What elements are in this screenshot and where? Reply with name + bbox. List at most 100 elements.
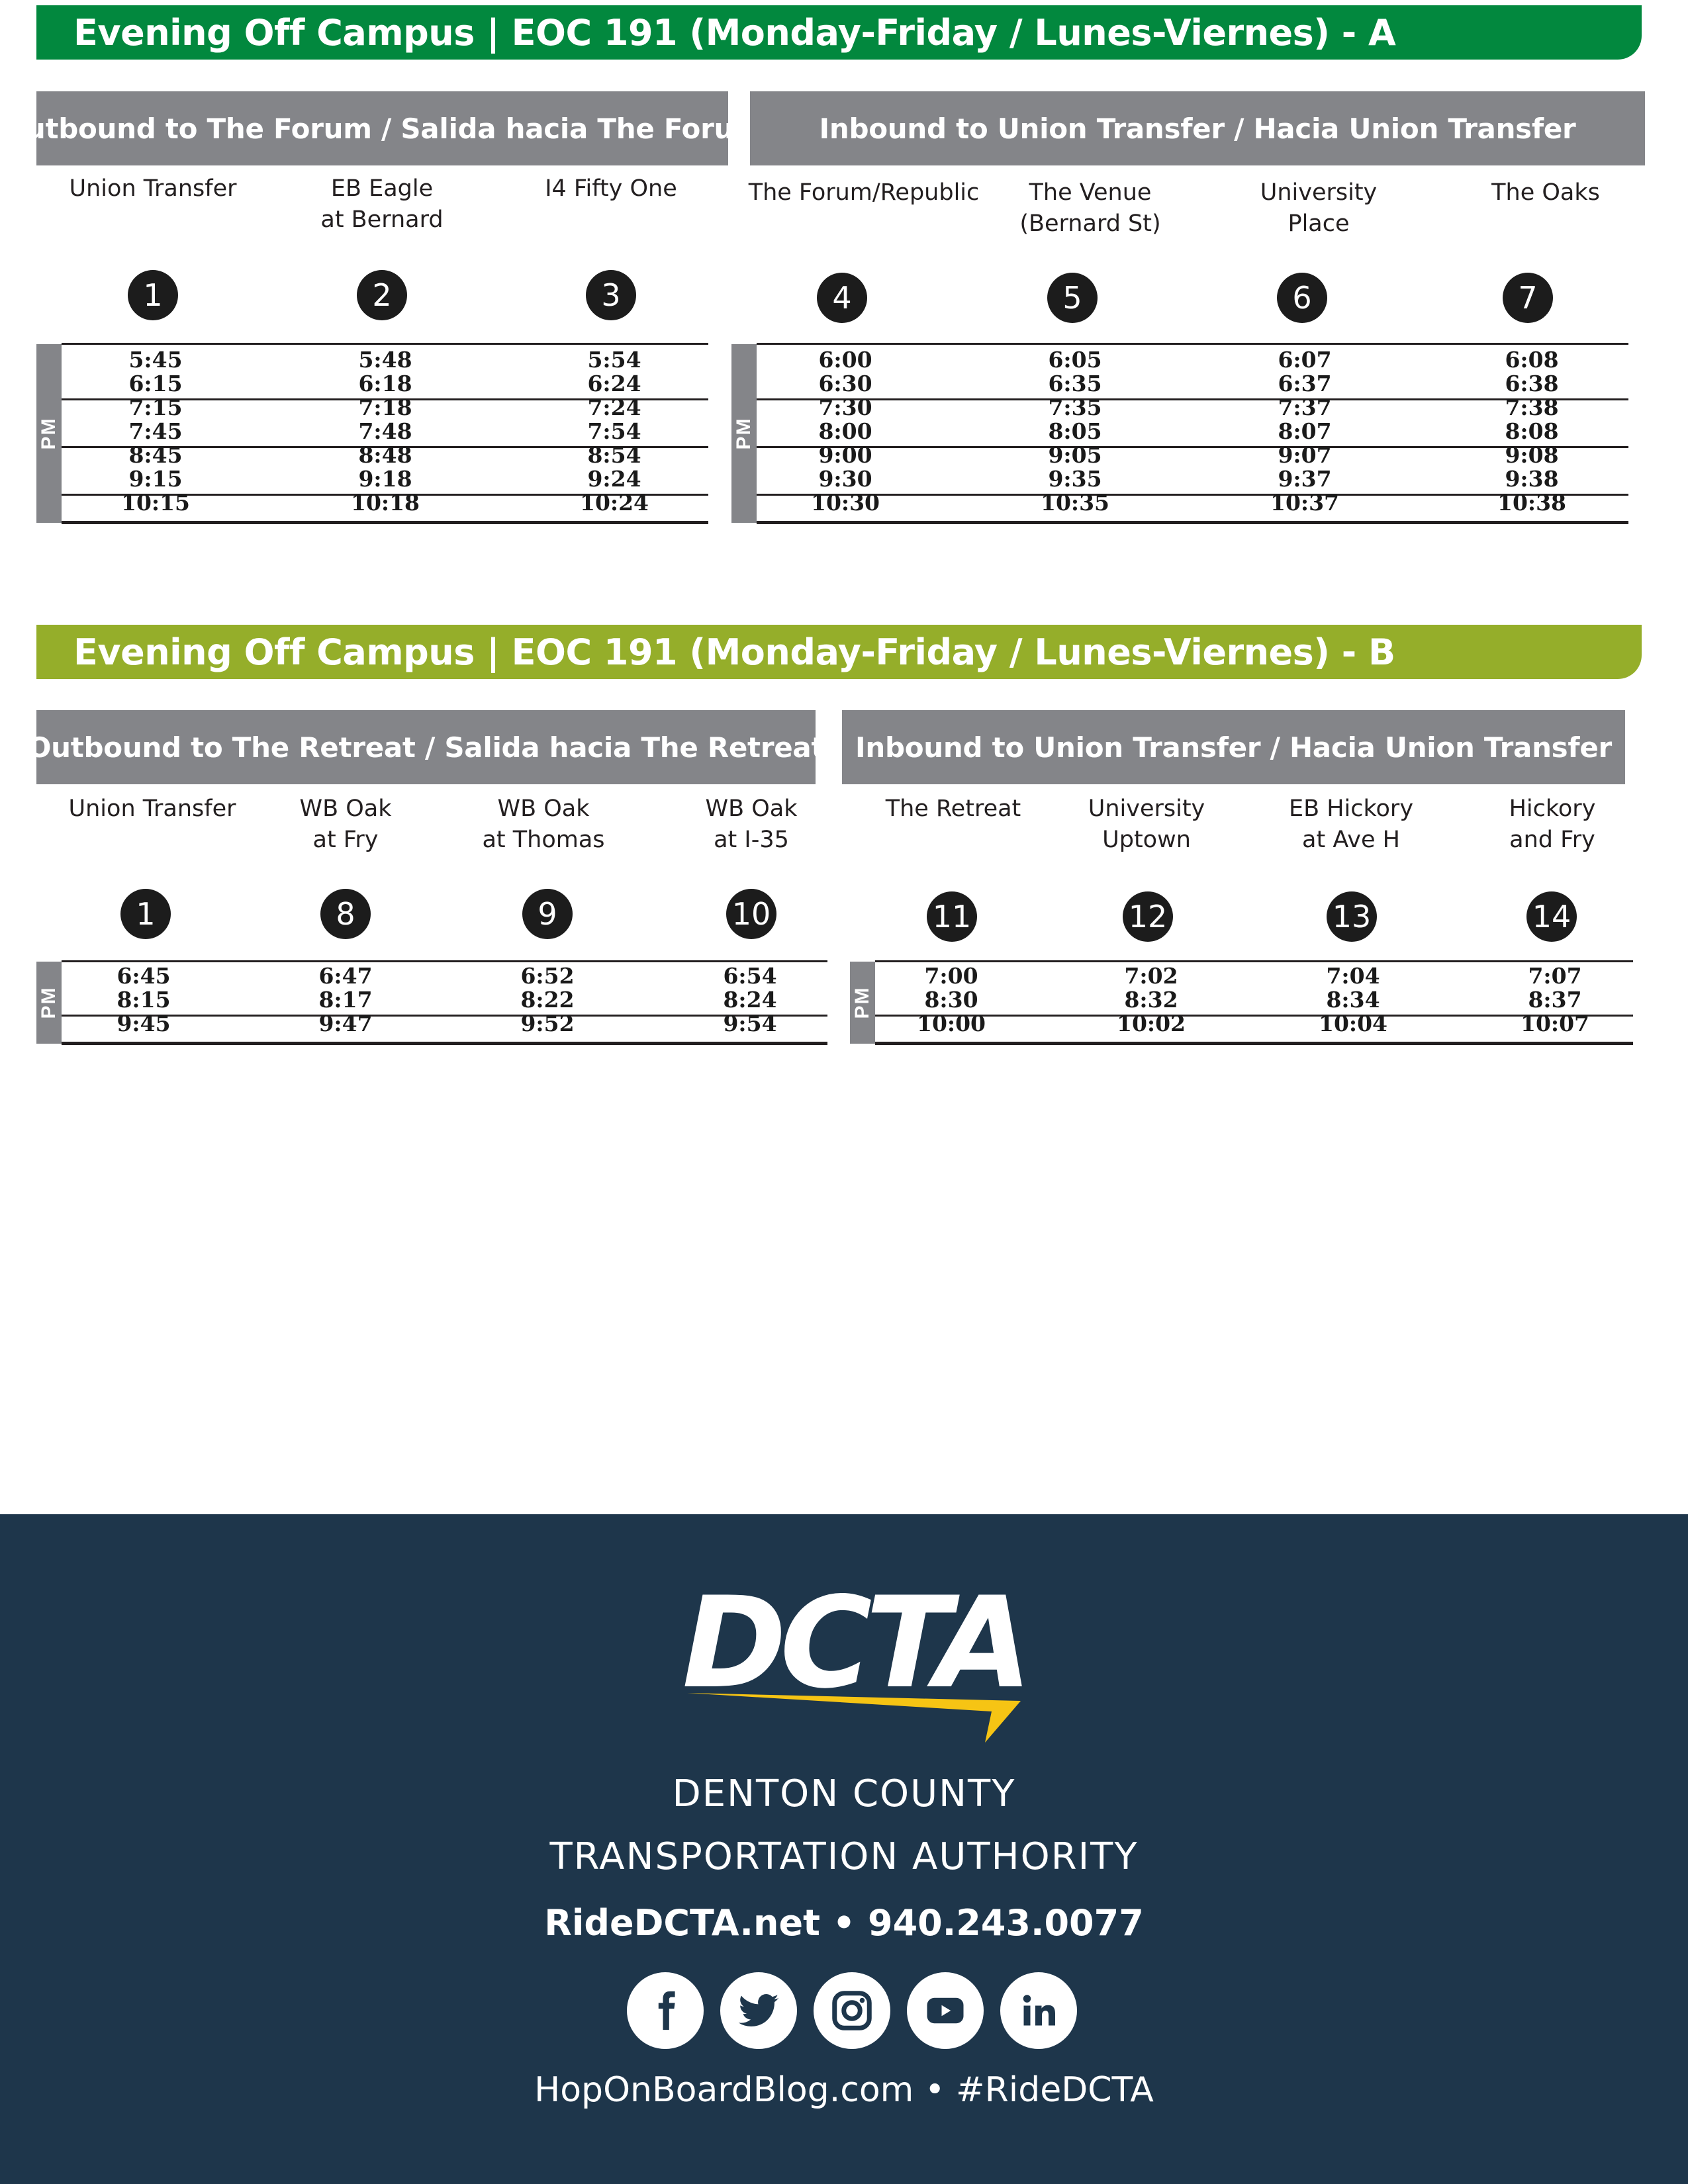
timetable-divider xyxy=(62,494,708,496)
departure-time: 10:18 xyxy=(350,490,420,516)
blog-hashtag-line[interactable]: HopOnBoardBlog.com • #RideDCTA xyxy=(534,2070,1154,2110)
departure-time: 9:37 xyxy=(1278,466,1332,492)
departure-time: 9:15 xyxy=(128,466,183,492)
contact-line[interactable]: RideDCTA.net • 940.243.0077 xyxy=(544,1902,1144,1944)
departure-time: 6:54 xyxy=(723,963,777,989)
departure-time: 10:38 xyxy=(1497,490,1567,516)
departure-time: 9:54 xyxy=(723,1011,777,1036)
footer: DCTA DENTON COUNTY TRANSPORTATION AUTHOR… xyxy=(0,1514,1688,2184)
departure-time: 7:48 xyxy=(358,418,412,444)
section-b-outbound-header: Outbound to The Retreat / Salida hacia T… xyxy=(28,710,825,784)
departure-time: 8:17 xyxy=(318,987,373,1013)
departure-time: 7:35 xyxy=(1048,394,1102,420)
departure-time: 7:54 xyxy=(587,418,641,444)
departure-time: 9:08 xyxy=(1505,442,1559,468)
departure-time: 10:00 xyxy=(916,1011,986,1036)
stop-number-badge: 7 xyxy=(1503,273,1553,323)
departure-time: 7:45 xyxy=(128,418,183,444)
dcta-logo: DCTA xyxy=(682,1580,1026,1743)
twitter-icon[interactable] xyxy=(720,1972,797,2049)
section-b-outbound-panel: Outbound to The Retreat / Salida hacia T… xyxy=(28,710,827,1054)
stop-name: Union Transfer xyxy=(68,796,236,822)
pm-period-bar xyxy=(850,962,875,1044)
departure-time: 8:24 xyxy=(723,987,777,1013)
stop-number-badge: 13 xyxy=(1327,891,1377,942)
departure-time: 7:30 xyxy=(818,394,872,420)
timetable-border xyxy=(757,521,1628,524)
pm-period-bar xyxy=(36,962,62,1044)
departure-time: 8:07 xyxy=(1278,418,1332,444)
departure-time: 5:45 xyxy=(128,347,183,373)
pm-period-label: PM xyxy=(38,417,60,450)
departure-time: 6:45 xyxy=(117,963,171,989)
stop-name: Union Transfer xyxy=(69,175,237,202)
linkedin-icon[interactable] xyxy=(1000,1972,1077,2049)
instagram-icon[interactable] xyxy=(814,1972,890,2049)
departure-time: 8:08 xyxy=(1505,418,1559,444)
timetable-divider xyxy=(757,398,1628,400)
departure-time: 10:04 xyxy=(1318,1011,1388,1036)
departure-time: 8:54 xyxy=(587,442,641,468)
departure-time: 8:34 xyxy=(1326,987,1380,1013)
timetable-divider xyxy=(62,1015,827,1017)
stop-name: The Retreat xyxy=(885,796,1021,822)
departure-time: 9:35 xyxy=(1048,466,1102,492)
departure-time: 9:45 xyxy=(117,1011,171,1036)
youtube-icon[interactable] xyxy=(907,1972,984,2049)
departure-time: 9:07 xyxy=(1278,442,1332,468)
section-a-inbound-panel: Inbound to Union Transfer / Hacia Union … xyxy=(731,91,1655,528)
departure-time: 7:00 xyxy=(924,963,978,989)
departure-time: 9:47 xyxy=(318,1011,373,1036)
departure-time: 10:15 xyxy=(120,490,191,516)
departure-time: 6:24 xyxy=(587,371,641,396)
departure-time: 8:37 xyxy=(1528,987,1582,1013)
pm-period-bar xyxy=(731,344,757,523)
timetable-border xyxy=(62,1042,827,1045)
departure-time: 5:48 xyxy=(358,347,412,373)
stop-name: The Forum/Republic xyxy=(748,179,980,206)
departure-time: 6:15 xyxy=(128,371,183,396)
departure-time: 10:35 xyxy=(1040,490,1110,516)
section-a-inbound-header: Inbound to Union Transfer / Hacia Union … xyxy=(750,91,1645,165)
section-a-outbound-panel: Outbound to The Forum / Salida hacia The… xyxy=(2,91,763,528)
departure-time: 6:38 xyxy=(1505,371,1559,396)
stop-number-badge: 3 xyxy=(586,270,636,320)
timetable-divider xyxy=(62,446,708,448)
facebook-icon[interactable] xyxy=(627,1972,704,2049)
departure-time: 6:35 xyxy=(1048,371,1102,396)
departure-time: 9:30 xyxy=(818,466,872,492)
departure-time: 9:24 xyxy=(587,466,641,492)
departure-time: 7:02 xyxy=(1124,963,1178,989)
section-a-outbound-header: Outbound to The Forum / Salida hacia The… xyxy=(2,91,763,165)
departure-time: 6:07 xyxy=(1278,347,1332,373)
section-b-inbound-panel: Inbound to Union Transfer / Hacia Union … xyxy=(842,710,1660,1054)
stop-number-badge: 14 xyxy=(1526,891,1577,942)
stop-name: The Oaks xyxy=(1491,179,1600,206)
departure-time: 6:08 xyxy=(1505,347,1559,373)
departure-time: 9:18 xyxy=(358,466,412,492)
departure-time: 7:04 xyxy=(1326,963,1380,989)
stop-number-badge: 2 xyxy=(357,270,407,320)
stop-number-badge: 11 xyxy=(927,891,977,942)
timetable-divider xyxy=(757,494,1628,496)
departure-time: 6:52 xyxy=(520,963,575,989)
stop-number-badge: 9 xyxy=(522,889,573,939)
timetable-divider xyxy=(757,446,1628,448)
pm-period-label: PM xyxy=(733,417,755,450)
dcta-logo-text: DCTA xyxy=(682,1580,1025,1716)
timetable-divider xyxy=(757,343,1628,345)
departure-time: 10:24 xyxy=(579,490,649,516)
pm-period-label: PM xyxy=(38,986,60,1019)
departure-time: 6:47 xyxy=(318,963,373,989)
stop-number-badge: 8 xyxy=(320,889,371,939)
